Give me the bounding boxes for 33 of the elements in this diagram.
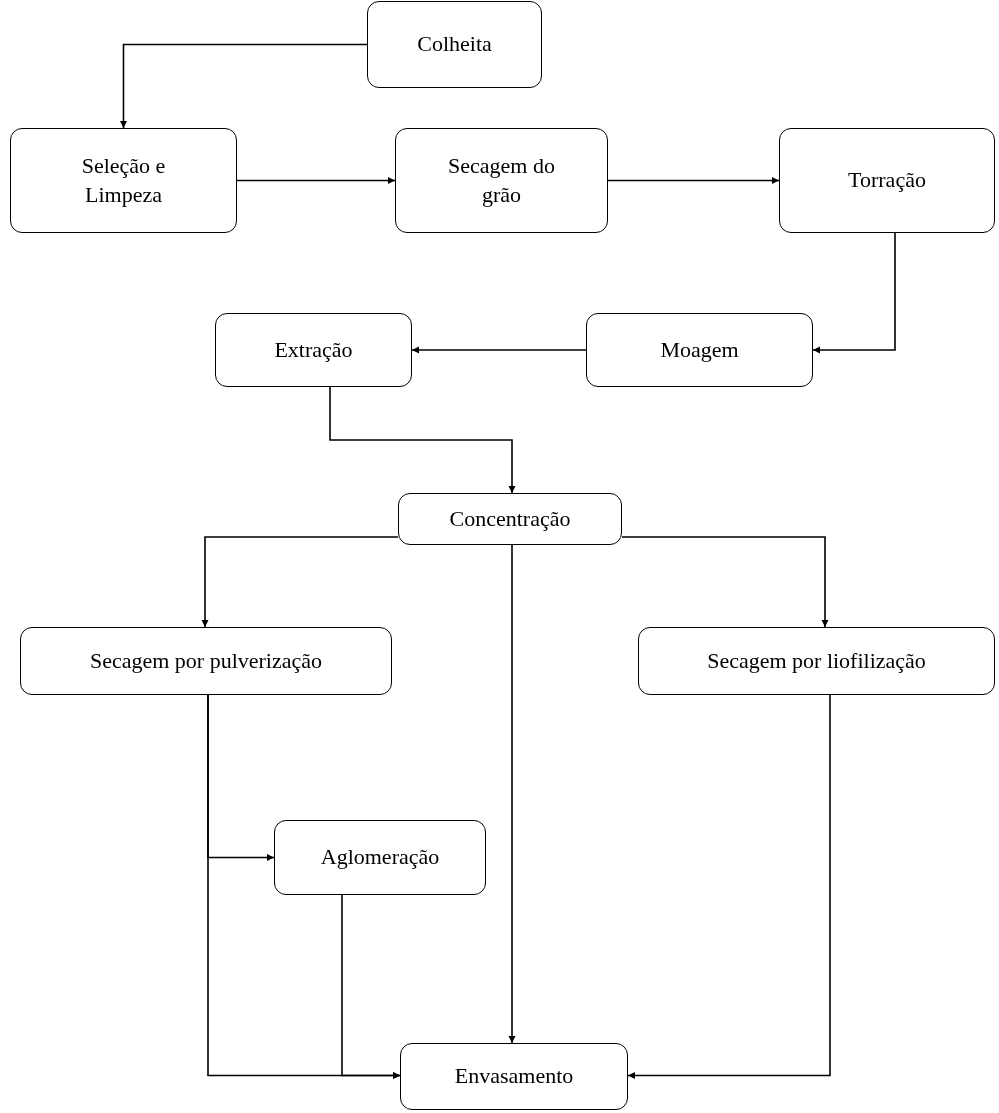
step-label: Colheita	[417, 30, 492, 59]
process-box	[586, 313, 813, 387]
arrow	[236, 177, 396, 184]
step-label: Secagem por pulverização	[89, 646, 323, 675]
step-label: Aglomeração	[320, 843, 440, 872]
step-label: Secagem por liofilização	[707, 646, 926, 675]
step-label: Moagem	[660, 335, 739, 364]
process-box	[274, 820, 486, 895]
process-box	[20, 627, 392, 695]
process-box	[367, 1, 542, 88]
process-box	[638, 627, 995, 695]
step-label: Concentração	[449, 504, 571, 533]
arrow	[508, 544, 516, 1044]
step-label: Torração	[848, 166, 926, 195]
arrow	[812, 232, 896, 354]
arrow	[411, 346, 587, 354]
arrow	[120, 43, 368, 129]
process-box	[10, 128, 237, 233]
step-label: Seleção e Limpeza	[80, 151, 167, 209]
process-box	[398, 493, 622, 545]
arrow	[621, 536, 829, 628]
step-label: Extração	[274, 335, 353, 364]
arrow	[329, 386, 516, 494]
arrow	[341, 894, 401, 1079]
step-label: Envasamento	[454, 1062, 574, 1091]
step-label: Secagem do grão	[447, 151, 556, 209]
process-box	[395, 128, 608, 233]
process-box	[400, 1043, 628, 1110]
process-box	[779, 128, 995, 233]
process-box	[215, 313, 412, 387]
arrow	[607, 177, 780, 184]
arrow	[201, 536, 399, 628]
arrow	[627, 694, 831, 1079]
